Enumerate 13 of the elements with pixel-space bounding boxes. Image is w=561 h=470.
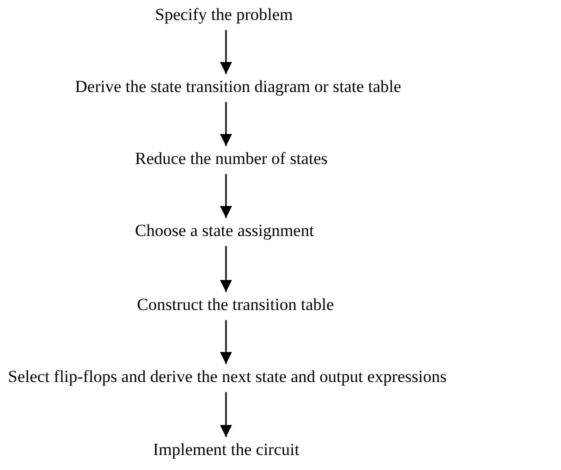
step-text: Implement the circuit: [153, 439, 300, 461]
step-text: Select flip-flops and derive the next state and output expressions: [8, 366, 447, 388]
step-text: Specify the problem: [155, 4, 293, 26]
arrow: [220, 320, 232, 364]
arrow: [220, 102, 232, 146]
arrow: [220, 174, 232, 218]
arrow: [220, 246, 232, 292]
step-text: Reduce the number of states: [135, 148, 328, 170]
step-text: Construct the transition table: [137, 294, 334, 316]
step-text: Derive the state transition diagram or state table: [75, 76, 402, 98]
arrow: [220, 30, 232, 74]
step-text: Choose a state assignment: [135, 220, 314, 242]
arrow: [220, 392, 232, 437]
